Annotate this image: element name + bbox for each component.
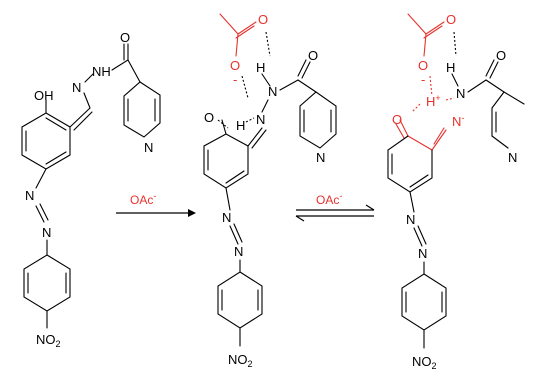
m3-imine-n-label: N- xyxy=(452,113,464,129)
m3-nitro-label: NO2 xyxy=(412,354,437,371)
m2-pyridine-n-label: N xyxy=(316,150,325,165)
molecule-3-deprotonated: O O - H N O N H+ N- O xyxy=(387,12,525,371)
m1-pyridine-ring xyxy=(123,81,161,138)
m2-phenol-ring xyxy=(203,133,249,189)
equilibrium-arrow: OAc- xyxy=(295,191,375,222)
m2-acetate-o2-label: O xyxy=(230,58,240,73)
m3-azo-n1-label: N xyxy=(406,212,415,227)
arrow1-reagent-label: OAc- xyxy=(130,191,156,207)
m2-nitrophenyl-ring xyxy=(217,271,263,329)
m2-azo-n2-label: N xyxy=(234,244,243,259)
m3-acetate-o1-label: O xyxy=(446,12,456,27)
m2-nitro-label: NO2 xyxy=(228,352,253,369)
m3-nitrophenyl-ring xyxy=(401,273,447,331)
m2-acetate-charge: - xyxy=(233,72,237,87)
m3-azo-n2-label: N xyxy=(418,246,427,261)
m1-imine-n-label: N xyxy=(72,80,81,95)
m1-phenol-ring xyxy=(21,112,71,170)
reaction-arrow-1: OAc- xyxy=(116,191,196,217)
m1-azo-n1-label: N xyxy=(25,188,34,203)
m2-amide-n-label: N xyxy=(268,84,277,99)
molecule-2-acetate-complex: O O - H N O N N O H N xyxy=(203,12,337,369)
m3-amide-n-label: N xyxy=(456,86,465,101)
m1-nitro-label: NO2 xyxy=(36,332,61,349)
arrow2-reagent-label: OAc- xyxy=(316,191,342,207)
m2-acetate-o1-label: O xyxy=(258,12,268,27)
m2-nh-h-label: H xyxy=(256,60,265,75)
m2-pyridine-ring xyxy=(299,91,337,149)
m1-nitrophenyl-ring xyxy=(23,254,71,312)
m1-amide-nh-label: NH xyxy=(92,64,111,79)
m2-carbonyl-o-label: O xyxy=(308,48,318,63)
m2-imine-n-label: N xyxy=(256,112,265,127)
m1-hydroxyl-label: OH xyxy=(34,88,54,103)
m2-azo-n1-label: N xyxy=(222,210,231,225)
m1-pyridine-n-label: N xyxy=(144,140,153,155)
m3-acetate-charge: - xyxy=(421,72,425,87)
m2-phenol-o-label: O xyxy=(204,110,214,125)
m3-pyridine-n-label: N xyxy=(508,150,517,165)
m3-acetate-o2-label: O xyxy=(418,58,428,73)
m3-quinone-o-label: O xyxy=(392,112,402,127)
m1-carbonyl-o-label: O xyxy=(120,30,130,45)
m3-nh-h-label: H xyxy=(446,60,455,75)
m2-oh-h-label: H xyxy=(236,118,245,133)
m1-azo-n2-label: N xyxy=(42,225,51,240)
m3-carbonyl-o-label: O xyxy=(496,48,506,63)
molecule-1-hydrazone: OH N NH O N N N NO2 xyxy=(21,30,161,349)
m3-proton-label: H+ xyxy=(426,93,441,109)
